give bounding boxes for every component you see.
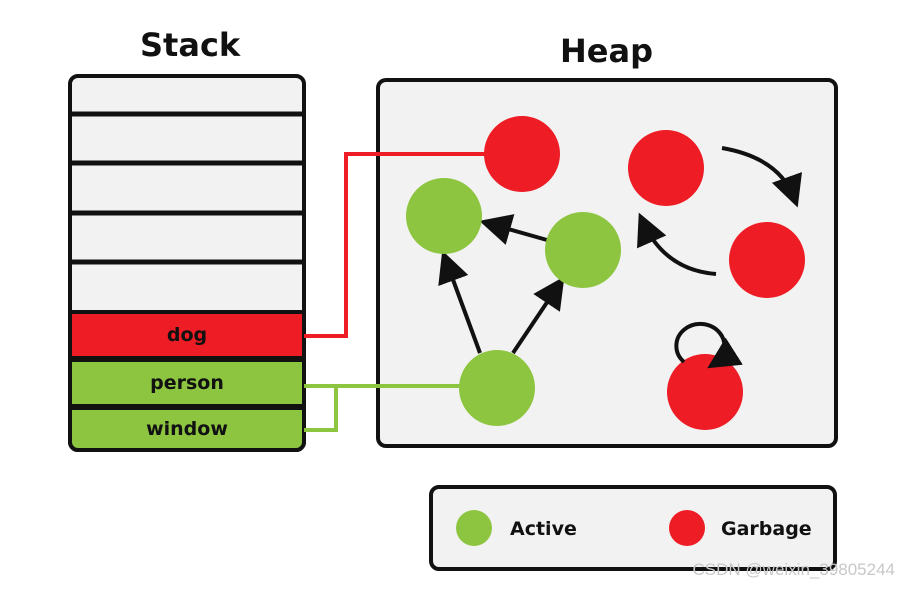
legend-active-label: Active — [510, 518, 577, 540]
self-reference-arrow — [674, 321, 743, 369]
garbage-arrow-2 — [637, 212, 717, 276]
reference-dog — [304, 152, 486, 338]
garbage-object — [729, 222, 805, 298]
arrow-right-to-left — [479, 214, 548, 245]
legend: Active Garbage — [429, 485, 837, 571]
legend-garbage-label: Garbage — [721, 518, 812, 540]
active-object — [406, 178, 482, 254]
legend-garbage-swatch — [669, 510, 705, 546]
stack-row-window — [68, 406, 306, 452]
garbage-object-self-ref — [667, 354, 743, 430]
stack-label-window: window — [146, 418, 228, 440]
watermark: CSDN @weixin_39805244 — [692, 560, 895, 579]
arrow-root-to-right — [511, 276, 565, 355]
arrow-root-to-left — [438, 250, 482, 354]
garbage-object — [628, 130, 704, 206]
stack-title: Stack — [140, 26, 241, 64]
garbage-object-dog — [484, 116, 560, 192]
heap-title: Heap — [560, 32, 653, 70]
reference-window — [304, 386, 338, 432]
active-object — [545, 212, 621, 288]
stack-label-dog: dog — [167, 324, 207, 346]
active-object-root — [459, 350, 535, 426]
legend-active-swatch — [456, 510, 492, 546]
stack-label-person: person — [150, 372, 224, 394]
garbage-arrow-1 — [721, 146, 802, 208]
